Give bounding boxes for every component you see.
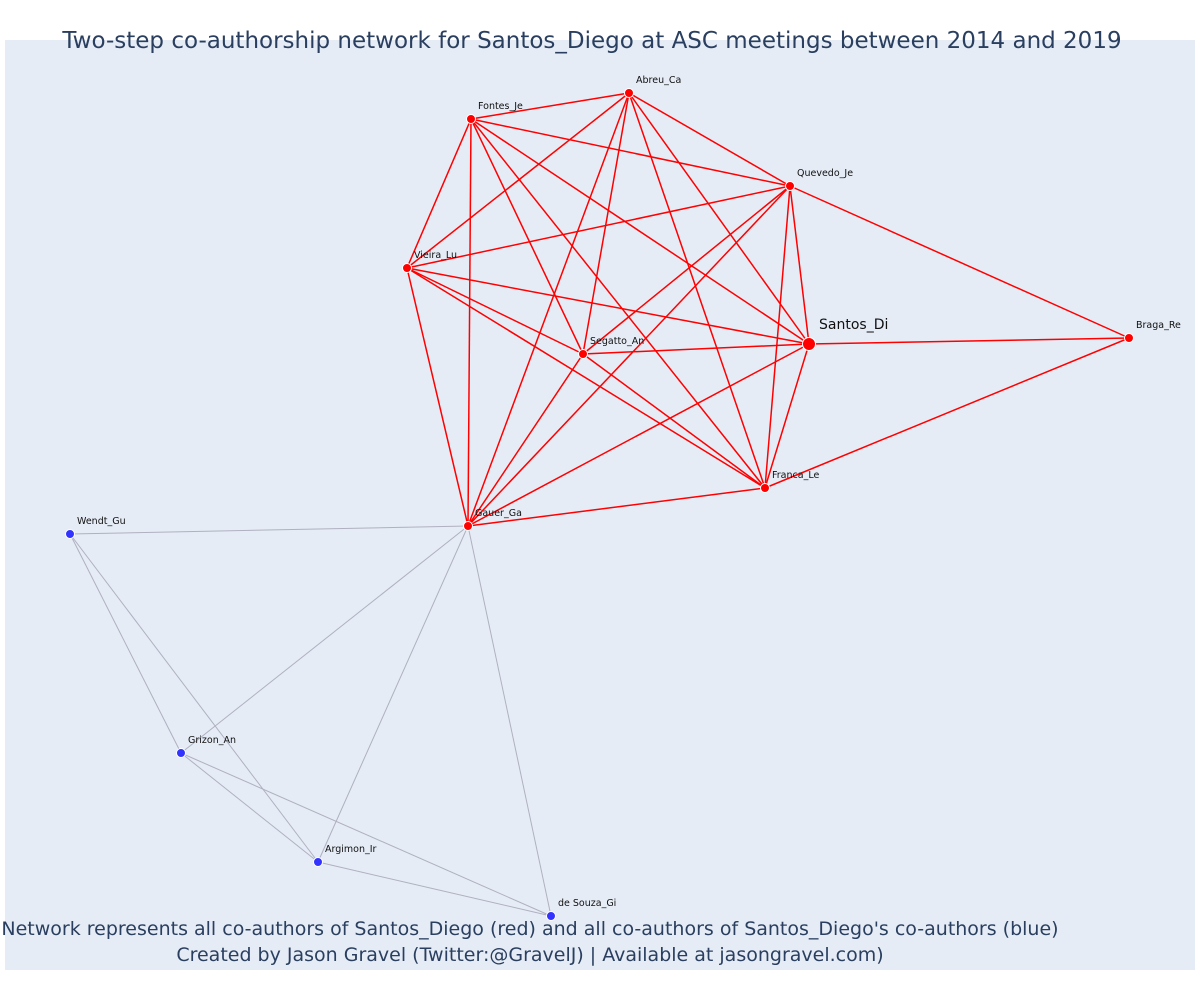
node-label-Quevedo_Je: Quevedo_Je xyxy=(797,168,853,179)
edge-Vieira_Lu-Santos_Di xyxy=(406,267,810,345)
node-Fontes_Je[interactable] xyxy=(466,114,476,124)
node-label-Braga_Re: Braga_Re xyxy=(1136,320,1181,331)
node-Santos_Di[interactable] xyxy=(802,337,816,351)
edge-Grizon_An-deSouza_Gi xyxy=(180,752,552,917)
node-Wendt_Gu[interactable] xyxy=(65,529,75,539)
edges-layer xyxy=(69,92,1130,917)
node-label-deSouza_Gi: de Souza_Gi xyxy=(558,898,616,909)
edge-Braga_Re-Franca_Le xyxy=(764,337,1130,489)
edge-Vieira_Lu-Gauer_Ga xyxy=(406,267,469,527)
edge-Quevedo_Je-Santos_Di xyxy=(789,185,810,345)
edge-Grizon_An-Argimon_Ir xyxy=(180,752,319,863)
chart-title: Two-step co-authorship network for Santo… xyxy=(62,28,1122,54)
edge-Wendt_Gu-Grizon_An xyxy=(69,533,182,754)
node-label-Wendt_Gu: Wendt_Gu xyxy=(77,516,126,527)
caption-line-2: Created by Jason Gravel (Twitter:@Gravel… xyxy=(176,944,884,966)
edge-Vieira_Lu-Segatto_An xyxy=(406,267,584,355)
edge-Segatto_An-Gauer_Ga xyxy=(467,353,584,527)
edge-Abreu_Ca-Franca_Le xyxy=(628,92,766,489)
node-label-Santos_Di: Santos_Di xyxy=(819,317,888,333)
edge-Quevedo_Je-Gauer_Ga xyxy=(467,185,791,527)
edge-Santos_Di-Franca_Le xyxy=(764,343,810,489)
edge-Abreu_Ca-Segatto_An xyxy=(582,92,630,355)
edge-Segatto_An-Franca_Le xyxy=(582,353,766,489)
plot-area xyxy=(5,40,1195,970)
edge-Abreu_Ca-Santos_Di xyxy=(628,92,810,345)
edge-Quevedo_Je-Vieira_Lu xyxy=(406,185,791,269)
node-Vieira_Lu[interactable] xyxy=(402,263,412,273)
node-Abreu_Ca[interactable] xyxy=(624,88,634,98)
edge-Abreu_Ca-Vieira_Lu xyxy=(406,92,630,269)
node-label-Gauer_Ga: Gauer_Ga xyxy=(475,508,522,519)
node-label-Fontes_Je: Fontes_Je xyxy=(478,101,523,112)
edge-Franca_Le-Gauer_Ga xyxy=(467,487,766,527)
node-Quevedo_Je[interactable] xyxy=(785,181,795,191)
caption-line-1: Network represents all co-authors of San… xyxy=(1,918,1059,940)
node-label-Abreu_Ca: Abreu_Ca xyxy=(636,75,681,86)
edge-Gauer_Ga-Wendt_Gu xyxy=(69,525,469,535)
edge-Gauer_Ga-Argimon_Ir xyxy=(317,525,469,863)
edge-Fontes_Je-Franca_Le xyxy=(470,118,766,489)
edge-Fontes_Je-Gauer_Ga xyxy=(467,118,472,527)
edge-Fontes_Je-Vieira_Lu xyxy=(406,118,472,269)
edge-Fontes_Je-Segatto_An xyxy=(470,118,584,355)
node-label-Argimon_Ir: Argimon_Ir xyxy=(325,844,377,855)
node-deSouza_Gi[interactable] xyxy=(546,911,556,921)
node-label-Franca_Le: Franca_Le xyxy=(772,470,819,481)
edge-Abreu_Ca-Gauer_Ga xyxy=(467,92,630,527)
node-Franca_Le[interactable] xyxy=(760,483,770,493)
node-label-Grizon_An: Grizon_An xyxy=(188,735,236,746)
labels-layer: Santos_Di Abreu_CaFontes_JeQuevedo_JeViei… xyxy=(77,75,1181,909)
edge-Gauer_Ga-Grizon_An xyxy=(180,525,469,754)
node-label-Vieira_Lu: Vieira_Lu xyxy=(414,250,457,261)
node-label-Segatto_An: Segatto_An xyxy=(590,336,644,347)
edge-Quevedo_Je-Segatto_An xyxy=(582,185,791,355)
edge-Abreu_Ca-Fontes_Je xyxy=(470,92,630,120)
edge-Fontes_Je-Santos_Di xyxy=(470,118,810,345)
edge-Argimon_Ir-deSouza_Gi xyxy=(317,861,552,917)
node-Braga_Re[interactable] xyxy=(1124,333,1134,343)
node-Gauer_Ga[interactable] xyxy=(463,521,473,531)
edge-Santos_Di-Gauer_Ga xyxy=(467,343,810,527)
nodes-layer xyxy=(65,88,1134,921)
edge-Wendt_Gu-Argimon_Ir xyxy=(69,533,319,863)
edge-Quevedo_Je-Franca_Le xyxy=(764,185,791,489)
edge-Gauer_Ga-deSouza_Gi xyxy=(467,525,552,917)
edge-Vieira_Lu-Franca_Le xyxy=(406,267,766,489)
edge-Segatto_An-Santos_Di xyxy=(582,343,810,355)
edge-Abreu_Ca-Quevedo_Je xyxy=(628,92,791,187)
node-Grizon_An[interactable] xyxy=(176,748,186,758)
edge-Quevedo_Je-Braga_Re xyxy=(789,185,1130,339)
edge-Santos_Di-Braga_Re xyxy=(808,337,1130,345)
node-Argimon_Ir[interactable] xyxy=(313,857,323,867)
node-Segatto_An[interactable] xyxy=(578,349,588,359)
edge-Fontes_Je-Quevedo_Je xyxy=(470,118,791,187)
